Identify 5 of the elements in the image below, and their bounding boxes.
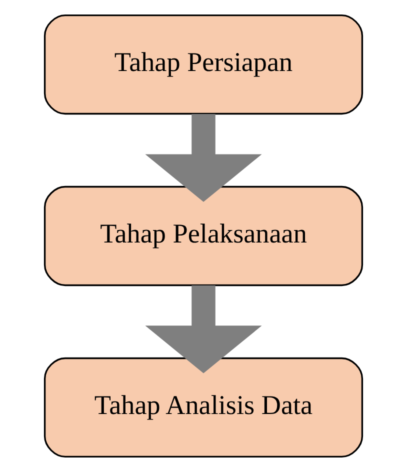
node-box: Tahap Pelaksanaan bbox=[43, 186, 363, 286]
arrow bbox=[144, 285, 262, 374]
node-box: Tahap Persiapan bbox=[43, 14, 363, 115]
node-box: Tahap Analisis Data bbox=[43, 357, 363, 458]
arrow bbox=[144, 114, 262, 202]
